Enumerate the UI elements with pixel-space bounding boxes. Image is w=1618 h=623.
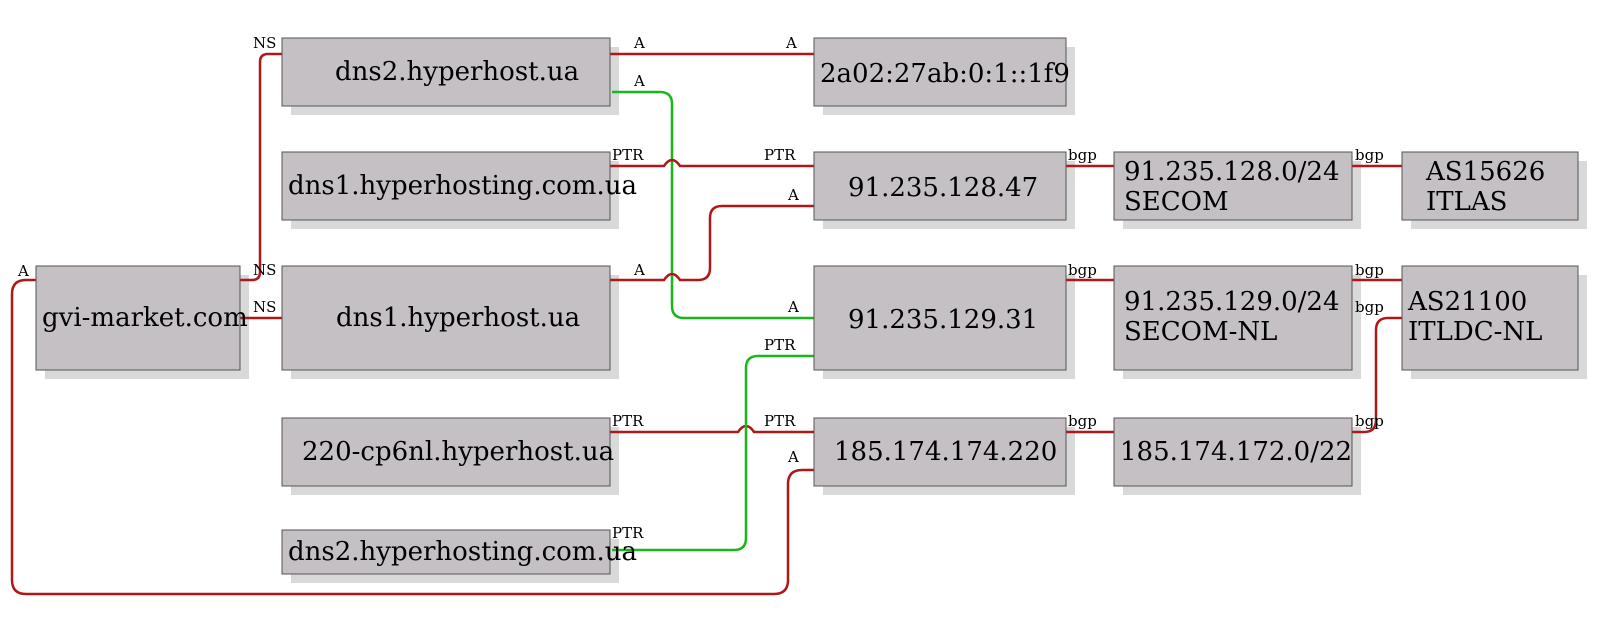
edge-label: NS bbox=[253, 34, 276, 52]
node-ipv6[interactable]: 2a02:27ab:0:1::1f9 bbox=[813, 37, 1070, 107]
node-label: 91.235.128.47 bbox=[848, 173, 1038, 203]
edge-label: A bbox=[633, 261, 645, 279]
edge-label: PTR bbox=[612, 524, 644, 542]
edge-label: A bbox=[633, 72, 645, 90]
edge-label: NS bbox=[253, 261, 276, 279]
edge-dns2hosting-ip129-ptr[interactable] bbox=[612, 354, 814, 552]
edge-label: PTR bbox=[612, 146, 644, 164]
edge-label: bgp bbox=[1355, 412, 1384, 430]
edge-label: bgp bbox=[1355, 146, 1384, 164]
node-box bbox=[813, 151, 1067, 221]
node-label: ITLAS bbox=[1426, 187, 1507, 217]
node-label: dns2.hyperhosting.com.ua bbox=[288, 537, 637, 567]
node-label: SECOM-NL bbox=[1124, 317, 1277, 347]
node-net-172[interactable]: 185.174.172.0/22 bbox=[1113, 417, 1353, 487]
node-gvi-market[interactable]: gvi-market.com bbox=[35, 265, 248, 371]
node-label: gvi-market.com bbox=[42, 303, 248, 333]
edge-label: A bbox=[787, 186, 799, 204]
edge-label: bgp bbox=[1068, 146, 1097, 164]
node-box bbox=[281, 37, 611, 107]
edge-dns2-ip129-a[interactable] bbox=[612, 90, 814, 320]
node-box bbox=[35, 265, 241, 371]
edge-dns1-ip128-a[interactable] bbox=[610, 204, 814, 282]
edge-label: A bbox=[785, 34, 797, 52]
graph-edges bbox=[10, 52, 1402, 596]
node-label: AS21100 bbox=[1407, 287, 1527, 317]
node-box bbox=[813, 265, 1067, 371]
edge-label: A bbox=[787, 448, 799, 466]
node-box bbox=[1113, 151, 1353, 221]
node-label: dns1.hyperhost.ua bbox=[336, 303, 580, 333]
edge-label: NS bbox=[253, 298, 276, 316]
node-dns1-hyperhosting[interactable]: dns1.hyperhosting.com.ua bbox=[281, 151, 637, 221]
node-box bbox=[281, 417, 611, 487]
node-ip-129-31[interactable]: 91.235.129.31 bbox=[813, 265, 1067, 371]
node-label: 91.235.129.0/24 bbox=[1124, 287, 1340, 317]
edge-dns1hosting-ip128-ptr[interactable] bbox=[610, 158, 814, 168]
edge-net172-as21100-bgp[interactable] bbox=[1352, 316, 1402, 434]
edge-label: bgp bbox=[1355, 298, 1384, 316]
node-label: dns1.hyperhosting.com.ua bbox=[288, 171, 637, 201]
node-label: AS15626 bbox=[1425, 157, 1545, 187]
node-box bbox=[1113, 265, 1353, 371]
edge-gvi-loop-a[interactable] bbox=[10, 278, 814, 596]
node-ip-128-47[interactable]: 91.235.128.47 bbox=[813, 151, 1067, 221]
node-box bbox=[813, 417, 1067, 487]
edge-label: PTR bbox=[764, 412, 796, 430]
node-label: 91.235.128.0/24 bbox=[1124, 157, 1340, 187]
node-cp6nl[interactable]: 220-cp6nl.hyperhost.ua bbox=[281, 417, 614, 487]
edge-label: PTR bbox=[764, 146, 796, 164]
node-box bbox=[281, 151, 611, 221]
edge-label: bgp bbox=[1068, 261, 1097, 279]
node-label: dns2.hyperhost.ua bbox=[335, 57, 579, 87]
edge-label: PTR bbox=[764, 336, 796, 354]
node-box bbox=[281, 529, 611, 575]
node-dns2-hyperhost[interactable]: dns2.hyperhost.ua bbox=[281, 37, 611, 107]
edge-label: A bbox=[633, 34, 645, 52]
node-label: 2a02:27ab:0:1::1f9 bbox=[820, 59, 1070, 89]
edge-label: A bbox=[787, 298, 799, 316]
edge-gvi-dns2-ns[interactable] bbox=[240, 52, 282, 282]
node-box bbox=[1401, 151, 1579, 221]
node-label: 185.174.174.220 bbox=[834, 437, 1057, 467]
edge-labels: NS NS NS A A A A A A PTR PTR A A PTR PTR… bbox=[17, 34, 1384, 542]
node-box bbox=[1401, 265, 1579, 371]
node-dns1-hyperhost[interactable]: dns1.hyperhost.ua bbox=[281, 265, 611, 371]
edge-label: bgp bbox=[1355, 261, 1384, 279]
graph-nodes: gvi-market.com dns2.hyperhost.ua dns1.hype… bbox=[35, 37, 1579, 575]
node-box bbox=[281, 265, 611, 371]
node-label: ITLDC-NL bbox=[1408, 317, 1542, 347]
edge-label: A bbox=[17, 262, 29, 280]
node-dns2-hyperhosting[interactable]: dns2.hyperhosting.com.ua bbox=[281, 529, 637, 575]
node-label: 185.174.172.0/22 bbox=[1120, 437, 1352, 467]
node-ip-174-220[interactable]: 185.174.174.220 bbox=[813, 417, 1067, 487]
node-label: 91.235.129.31 bbox=[848, 305, 1038, 335]
node-label: 220-cp6nl.hyperhost.ua bbox=[302, 437, 614, 467]
node-box bbox=[813, 37, 1067, 107]
node-label: SECOM bbox=[1124, 187, 1229, 217]
edge-label: bgp bbox=[1068, 412, 1097, 430]
edge-label: PTR bbox=[612, 412, 644, 430]
node-box bbox=[1113, 417, 1353, 487]
